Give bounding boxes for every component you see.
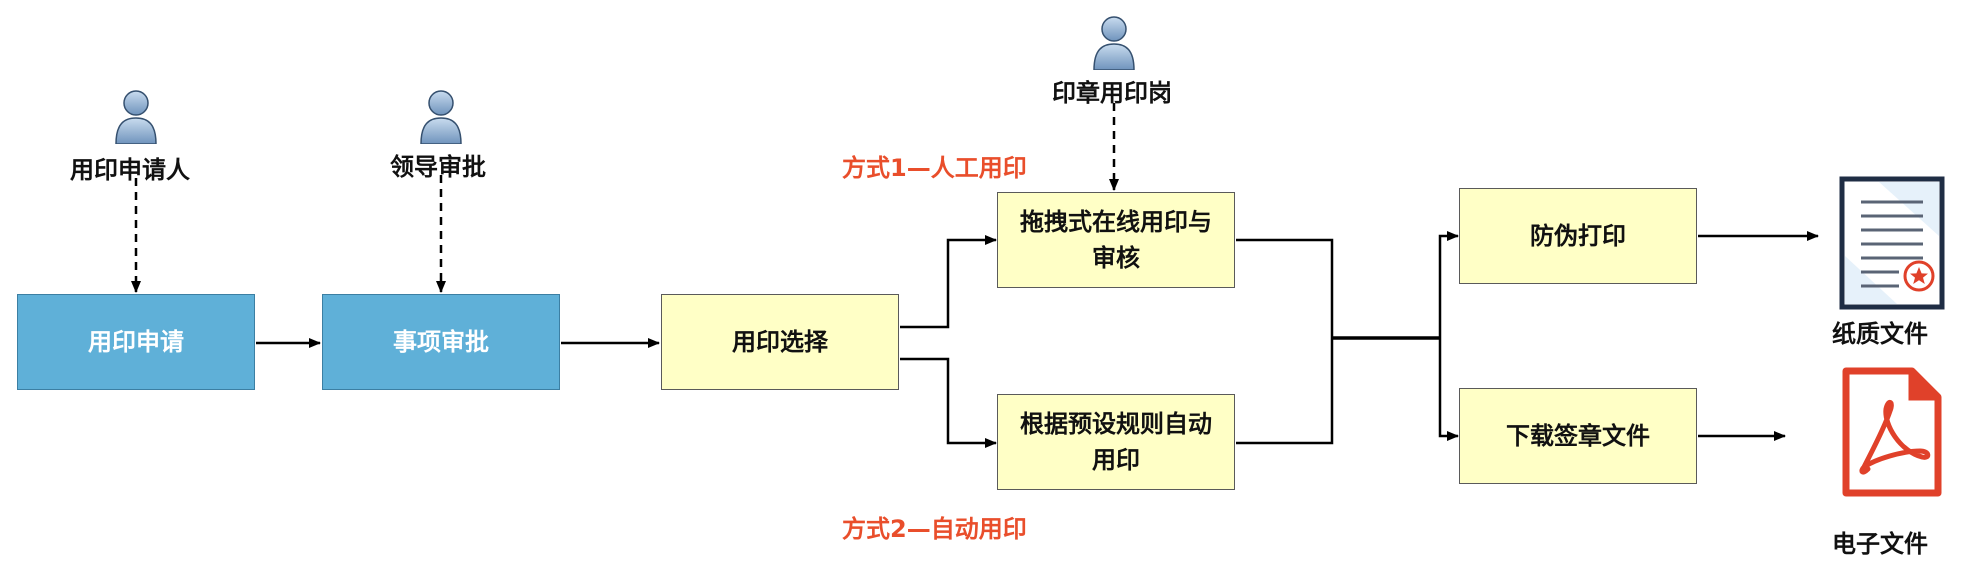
- actor-leader-label: 领导审批: [390, 153, 486, 181]
- step-download-signed-box: 下载签章文件: [1459, 388, 1697, 484]
- step-auto-seal-line1: 根据预设规则自动: [1020, 410, 1212, 438]
- actor-seal-post-label: 印章用印岗: [1052, 79, 1172, 107]
- select-to-online-seal-arrow: [900, 235, 997, 329]
- merge-to-download-arrow: [1438, 338, 1459, 441]
- step-anti-fake-print-box: 防伪打印: [1459, 188, 1697, 284]
- step-anti-fake-print-label: 防伪打印: [1530, 222, 1626, 250]
- method-manual-label: 方式1—人工用印: [842, 154, 1027, 182]
- step-select-box: 用印选择: [661, 294, 899, 390]
- step-apply-label: 用印申请: [88, 328, 184, 356]
- actor-applicant-label: 用印申请人: [70, 156, 190, 184]
- step-approve-box: 事项审批: [322, 294, 560, 390]
- auto-seal-merge-line: [1236, 337, 1334, 445]
- online-seal-merge-line: [1236, 238, 1334, 337]
- step-online-seal-box: 拖拽式在线用印与 审核: [997, 192, 1235, 288]
- output-paper-label: 纸质文件: [1832, 320, 1928, 348]
- step-apply-box: 用印申请: [17, 294, 255, 390]
- method-auto-label: 方式2—自动用印: [842, 515, 1027, 543]
- step-approve-label: 事项审批: [393, 328, 489, 356]
- step-select-label: 用印选择: [732, 328, 828, 356]
- select-to-auto-seal-arrow: [900, 357, 997, 448]
- person-icon: [115, 90, 157, 144]
- step-online-seal-line1: 拖拽式在线用印与: [1020, 208, 1212, 236]
- step-auto-seal-line2: 用印: [1092, 446, 1140, 474]
- step-auto-seal-box: 根据预设规则自动 用印: [997, 394, 1235, 490]
- paper-document-icon: [1839, 176, 1945, 310]
- person-icon: [1093, 16, 1135, 70]
- person-icon: [420, 90, 462, 144]
- merge-to-print-arrow: [1438, 231, 1459, 338]
- step-download-signed-label: 下载签章文件: [1506, 422, 1650, 450]
- output-electronic-label: 电子文件: [1832, 530, 1928, 558]
- pdf-document-icon: [1842, 367, 1942, 497]
- step-online-seal-line2: 审核: [1092, 244, 1140, 272]
